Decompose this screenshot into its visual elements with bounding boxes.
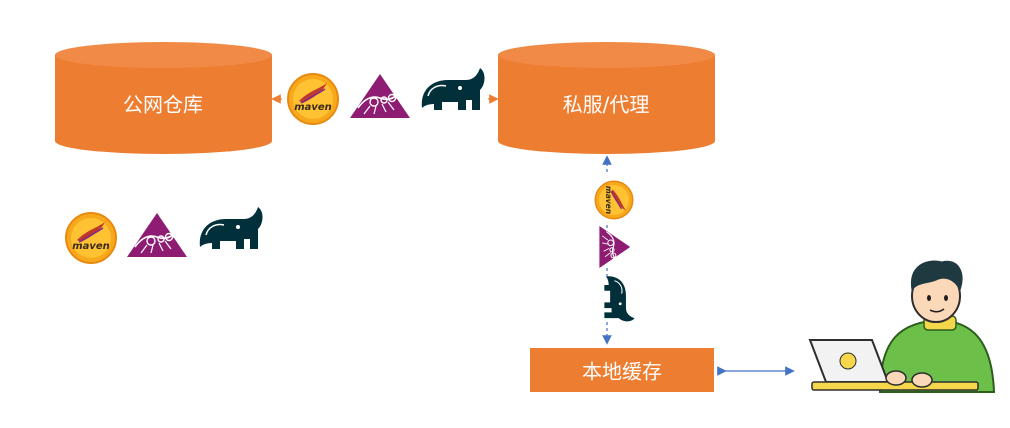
ant-logo-icon (598, 225, 631, 269)
public-repo-cylinder (55, 42, 272, 154)
gradle-elephant-icon (603, 275, 636, 322)
private-proxy-cylinder (498, 42, 715, 154)
ant-logo-icon (349, 73, 411, 119)
local-cache-label: 本地缓存 (582, 359, 662, 384)
gradle-elephant-icon (421, 67, 486, 111)
gradle-elephant-icon (199, 206, 264, 250)
developer-with-laptop-icon (808, 260, 996, 393)
public-repo-label: 公网仓库 (123, 92, 203, 117)
private-proxy-label: 私服/代理 (562, 92, 650, 117)
maven-logo-icon (287, 73, 339, 125)
ant-logo-icon (126, 212, 188, 258)
maven-logo-icon (594, 180, 634, 220)
maven-logo-icon (65, 212, 117, 264)
local-cache-box: 本地缓存 (530, 348, 714, 392)
